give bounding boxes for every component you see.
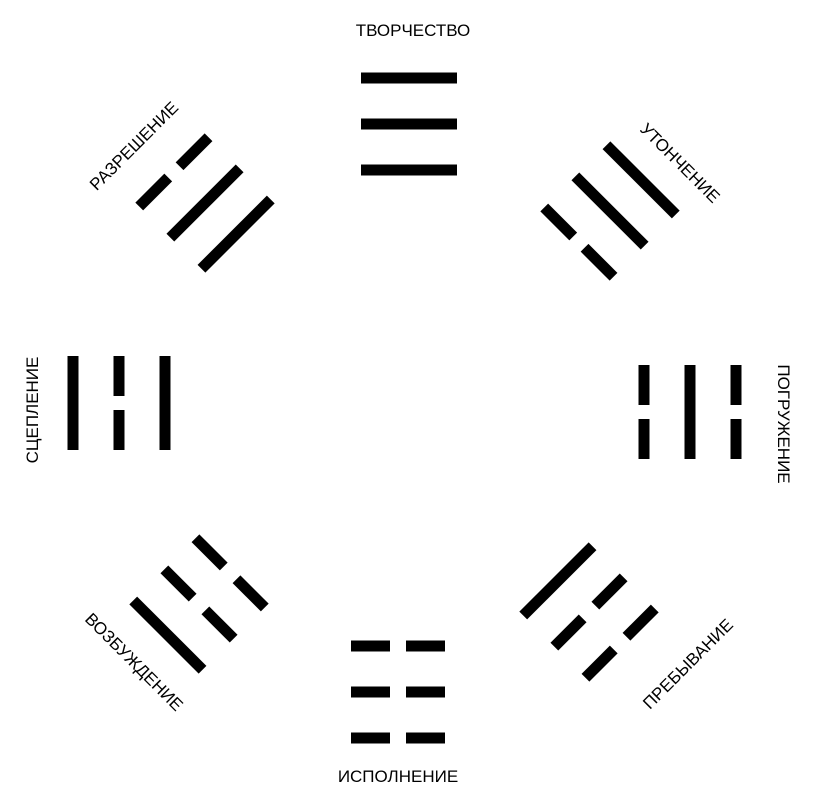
trigram-e bbox=[638, 365, 742, 459]
trigram-sw-line-1-broken-a bbox=[191, 534, 228, 571]
label-s: ИСПОЛНЕНИЕ bbox=[338, 767, 458, 786]
trigram-e-line-3-broken-b bbox=[638, 419, 650, 459]
trigram-e-line-3-broken-a bbox=[638, 365, 650, 405]
trigram-e-line-2-solid bbox=[684, 365, 696, 459]
label-e: ПОГРУЖЕНИЕ bbox=[774, 364, 793, 483]
trigram-e-line-1-broken-b bbox=[730, 419, 742, 459]
trigram-n bbox=[361, 72, 457, 176]
trigram-n-line-2-solid bbox=[361, 118, 457, 130]
trigram-se-line-3-broken-a bbox=[581, 645, 618, 682]
trigram-s-line-1-broken-a bbox=[351, 640, 390, 652]
trigram-n-line-3-solid bbox=[361, 164, 457, 176]
trigram-sw-line-1-broken-b bbox=[232, 575, 269, 612]
trigram-sw-line-3-solid bbox=[129, 596, 207, 674]
trigram-layer bbox=[67, 72, 742, 744]
label-sw: ВОЗБУЖДЕНИЕ bbox=[81, 609, 187, 715]
trigram-ne-line-3-broken-b bbox=[580, 243, 618, 281]
trigram-ne-line-3-broken-a bbox=[540, 203, 578, 241]
trigram-w-line-3-solid bbox=[67, 356, 79, 450]
trigram-nw-line-1-broken-a bbox=[135, 173, 173, 211]
trigram-nw-line-2-solid bbox=[166, 164, 244, 242]
trigram-ne bbox=[540, 141, 680, 281]
trigram-w-line-1-solid bbox=[159, 356, 171, 450]
trigram-ne-line-2-solid bbox=[571, 172, 649, 250]
label-n: ТВОРЧЕСТВО bbox=[356, 21, 470, 40]
trigram-s-line-3-broken-b bbox=[406, 732, 445, 744]
trigram-sw bbox=[129, 534, 269, 674]
trigram-nw-line-1-broken-b bbox=[175, 133, 213, 171]
trigram-w-line-2-broken-b bbox=[113, 410, 125, 450]
label-w: СЦЕПЛЕНИЕ bbox=[23, 357, 42, 464]
trigram-sw-line-2-broken-a bbox=[160, 565, 197, 602]
trigram-s-line-3-broken-a bbox=[351, 732, 390, 744]
trigram-se-line-2-broken-a bbox=[550, 614, 587, 651]
trigram-s-line-2-broken-a bbox=[351, 686, 390, 698]
trigram-se-line-1-solid bbox=[519, 542, 597, 620]
trigram-w bbox=[67, 356, 171, 450]
trigram-se-line-2-broken-b bbox=[591, 573, 628, 610]
trigram-nw-line-3-solid bbox=[197, 195, 275, 273]
trigram-sw-line-2-broken-b bbox=[201, 606, 238, 643]
trigram-se bbox=[519, 542, 659, 682]
trigram-n-line-1-solid bbox=[361, 72, 457, 84]
trigram-s bbox=[351, 640, 445, 744]
trigram-nw bbox=[135, 133, 275, 273]
trigram-w-line-2-broken-a bbox=[113, 356, 125, 396]
trigram-s-line-1-broken-b bbox=[406, 640, 445, 652]
trigram-ne-line-1-solid bbox=[602, 141, 680, 219]
trigram-se-line-3-broken-b bbox=[622, 604, 659, 641]
trigram-e-line-1-broken-a bbox=[730, 365, 742, 405]
trigram-s-line-2-broken-b bbox=[406, 686, 445, 698]
label-se: ПРЕБЫВАНИЕ bbox=[639, 615, 737, 713]
